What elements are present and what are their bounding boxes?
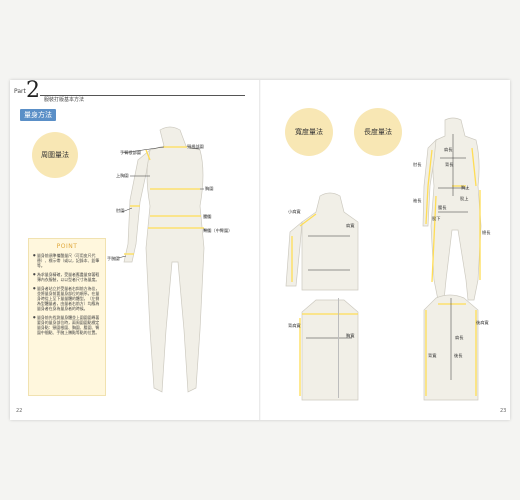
- callout-armhole: 手臂根部圍: [120, 150, 141, 155]
- section-title: 服裝打版基本方法: [44, 97, 85, 103]
- callout-shoulder-width: 肩寬: [346, 223, 355, 228]
- callout-back-length: 背長: [445, 162, 454, 167]
- callout-elbow: 肘圍: [116, 208, 125, 213]
- callout-chest-upper: 胸上: [461, 185, 470, 190]
- point-title: POINT: [56, 243, 78, 250]
- width-method-circle: 寬度量法: [285, 108, 333, 156]
- callout-chest-width: 胸寬: [346, 333, 355, 338]
- callout-sleeve-length: 袖長: [413, 198, 422, 203]
- width-method-label: 寬度量法: [295, 128, 323, 136]
- book-gutter: [259, 80, 261, 420]
- callout-shoulder-length-back: 肩長: [455, 335, 464, 340]
- callout-elbow-length: 肘長: [413, 162, 422, 167]
- callout-chest: 胸圍: [205, 186, 214, 191]
- callout-back-shoulder-width: 後肩寬: [476, 320, 489, 325]
- callout-back-length-2: 後長: [454, 353, 463, 358]
- point-item: 為求量身精確，受量者應盡量穿著輕薄內衣服裝，以以型者尺寸為量度。: [33, 272, 101, 282]
- callout-shoulder-length: 肩長: [444, 147, 453, 152]
- callout-small-shoulder: 小肩寬: [288, 209, 301, 214]
- callout-wrist: 手腕圍: [107, 256, 120, 261]
- callout-crotch-depth: 股上: [460, 196, 469, 201]
- header-rule: [40, 95, 245, 96]
- circumference-method-circle: 周圍量法: [32, 132, 78, 178]
- callout-waist: 腰圍: [203, 214, 212, 219]
- length-method-label: 長度量法: [364, 128, 392, 136]
- callout-back-shoulder: 背肩寬: [288, 323, 301, 328]
- callout-back-width: 背寬: [428, 353, 437, 358]
- callout-upper-chest: 上胸圍: [116, 173, 129, 178]
- length-method-circle: 長度量法: [354, 108, 402, 156]
- callout-neck: 頸根部圍: [187, 144, 204, 149]
- page-number-right: 23: [500, 408, 507, 414]
- callout-inseam: 股下: [432, 216, 441, 221]
- section-divider: [338, 298, 339, 398]
- page-number-left: 22: [16, 408, 23, 414]
- callout-total-length: 總長: [482, 230, 491, 235]
- circumference-method-label: 周圍量法: [41, 151, 69, 159]
- point-item: 量身者站立於受量者右斜前方為佳，並將量身前要量身部位的順序。在量身時從上至下量量…: [33, 286, 101, 311]
- part-number: 2: [26, 78, 40, 103]
- point-item: 量身前須準備酸量尺（可用皮尺代替）、標示帶（或以，記錄本、鉛筆等。: [33, 253, 101, 268]
- part-label: Part: [14, 88, 26, 95]
- callout-hip: 臀圍（中臀圍）: [203, 228, 233, 233]
- point-box: POINT 量身前須準備酸量尺（可用皮尺代替）、標示帶（或以，記錄本、鉛筆等。 …: [28, 238, 106, 396]
- callout-waist-length: 腰長: [438, 205, 447, 210]
- point-item: 量身前先找測量身體並上圍圍圍尋著要身的量身部位時，兩周圍圍點標定量身點：頸圍根圍…: [33, 315, 101, 335]
- measurement-method-tag: 量身方法: [20, 109, 56, 121]
